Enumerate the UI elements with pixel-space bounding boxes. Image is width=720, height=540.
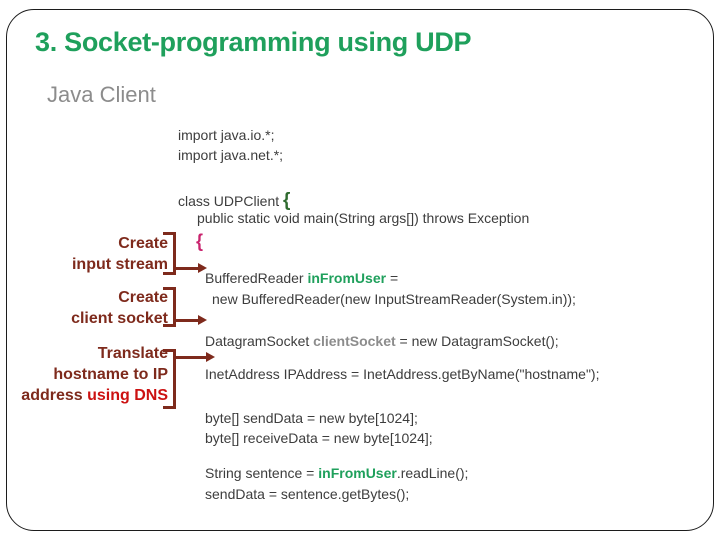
label-translate-line3-pre: address	[21, 387, 88, 404]
class-decl-text: class UDPClient	[178, 193, 284, 209]
var-infromuser-2: inFromUser	[318, 465, 397, 481]
bracket2-bottom-tick	[163, 324, 176, 327]
code-line-inetaddress: InetAddress IPAddress = InetAddress.getB…	[205, 366, 600, 382]
datagramsocket-post: = new DatagramSocket();	[395, 333, 559, 349]
arrow1-head-icon	[198, 263, 207, 273]
var-infromuser: inFromUser	[307, 270, 387, 286]
label-create-socket-line1: Create	[118, 289, 168, 306]
bracket2-bar	[173, 287, 176, 327]
sentence-pre: String sentence =	[205, 465, 319, 481]
bufferedreader-pre: BufferedReader	[205, 270, 308, 286]
open-brace-main: {	[196, 231, 204, 251]
code-line-class-decl: class UDPClient {	[178, 190, 291, 211]
bracket3-bar	[173, 349, 176, 409]
label-translate-line3: address using DNS	[0, 386, 168, 406]
arrow1-line	[176, 267, 198, 270]
datagramsocket-pre: DatagramSocket	[205, 333, 314, 349]
label-create-socket-line2: client socket	[71, 310, 168, 327]
label-create-input-line1: Create	[118, 235, 168, 252]
open-brace-class: {	[283, 190, 291, 211]
code-line-main-decl: public static void main(String args[]) t…	[197, 210, 530, 226]
slide-subtitle: Java Client	[47, 82, 156, 107]
bracket2-top-tick	[163, 287, 176, 290]
arrow2-head-icon	[198, 315, 207, 325]
code-line-getbytes: sendData = sentence.getBytes();	[205, 486, 410, 502]
bracket1-bottom-tick	[163, 272, 176, 275]
arrow3-head-icon	[206, 352, 215, 362]
bracket1-top-tick	[163, 232, 176, 235]
arrow3-line	[176, 356, 206, 359]
bracket3-bottom-tick	[163, 406, 176, 409]
code-line-bufferedreader: BufferedReader inFromUser =	[205, 270, 398, 287]
bracket3-top-tick	[163, 349, 176, 352]
label-translate-line2: hostname to IP	[53, 366, 168, 383]
label-using-dns: using DNS	[87, 387, 168, 404]
label-create-input-line2: input stream	[71, 256, 168, 273]
code-line-receivedata: byte[] receiveData = new byte[1024];	[205, 430, 433, 446]
code-line-datagramsocket: DatagramSocket clientSocket = new Datagr…	[205, 333, 559, 350]
sentence-post: .readLine();	[396, 465, 469, 481]
slide-border	[6, 9, 714, 531]
code-line-import-io: import java.io.*;	[178, 127, 275, 143]
code-line-sentence: String sentence = inFromUser.readLine();	[205, 465, 468, 482]
bracket1-bar	[173, 232, 176, 275]
page-title: 3. Socket-programming using UDP	[35, 27, 472, 57]
label-translate-line1: Translate	[97, 345, 168, 362]
arrow2-line	[176, 319, 198, 322]
bufferedreader-post: =	[386, 270, 399, 286]
code-line-import-net: import java.net.*;	[178, 147, 284, 163]
code-line-bufferedreader-2: new BufferedReader(new InputStreamReader…	[212, 291, 576, 307]
var-clientsocket: clientSocket	[313, 333, 396, 349]
code-line-senddata: byte[] sendData = new byte[1024];	[205, 410, 418, 426]
